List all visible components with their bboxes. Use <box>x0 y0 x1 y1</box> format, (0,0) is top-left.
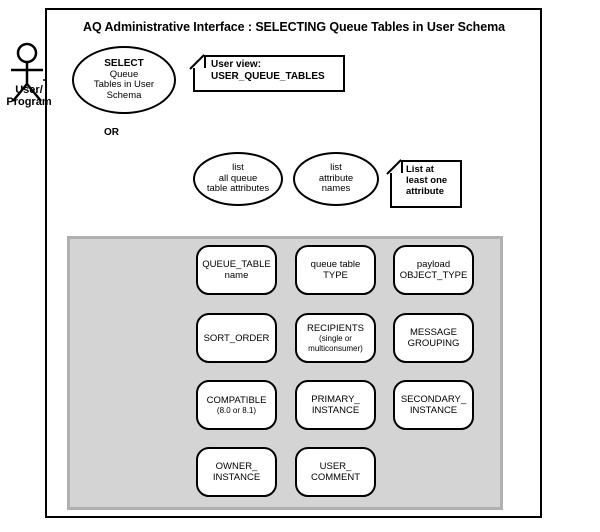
attr-line2: TYPE <box>323 270 348 281</box>
note-list-line1: List at <box>406 164 434 175</box>
actor-label-line1: User/ <box>15 84 43 96</box>
attr-box-secondary-instance-label: SECONDARY_ INSTANCE <box>400 394 467 416</box>
use-case-select-line3: Tables in User <box>93 79 155 90</box>
attr-box-queue-table-name-label: QUEUE_TABLE name <box>201 259 271 281</box>
note-list-at-least-one-text: List at least one attribute <box>390 160 462 197</box>
page-title: AQ Administrative Interface : SELECTING … <box>83 20 505 34</box>
attr-line1: COMPATIBLE <box>206 394 267 406</box>
dogear-icon <box>191 53 206 68</box>
attr-box-message-grouping[interactable]: MESSAGE GROUPING <box>393 313 474 363</box>
attr-line2: GROUPING <box>407 338 460 349</box>
attr-box-payload-object-type-label: payload OBJECT_TYPE <box>399 259 469 281</box>
use-case-list-all-line2: all queue <box>218 172 258 184</box>
attr-line1: USER_ <box>319 461 352 472</box>
attr-line2: COMMENT <box>310 472 361 483</box>
use-case-list-all-line3: table attributes <box>206 183 270 195</box>
use-case-list-all-queue-table-attributes[interactable]: list all queue table attributes <box>193 152 283 206</box>
use-case-list-attr-label: list attribute names <box>317 163 355 195</box>
note-list-line2: least one <box>406 175 448 186</box>
attr-box-secondary-instance[interactable]: SECONDARY_ INSTANCE <box>393 380 474 430</box>
attr-box-queue-table-type[interactable]: queue table TYPE <box>295 245 376 295</box>
attr-line1: payload <box>416 259 451 270</box>
attr-line1: MESSAGE <box>409 327 457 338</box>
actor-label-line2: Program <box>6 96 52 108</box>
use-case-select-line1: SELECT <box>104 58 144 69</box>
use-case-list-all-label: list all queue table attributes <box>205 163 271 195</box>
use-case-select-line2: Queue <box>109 68 139 80</box>
note-user-view-line1: User view: <box>211 59 262 70</box>
attr-line2: INSTANCE <box>212 472 261 483</box>
attr-line1: PRIMARY_ <box>311 394 360 405</box>
attr-box-queue-table-name[interactable]: QUEUE_TABLE name <box>196 245 277 295</box>
note-user-view-line2: USER_QUEUE_TABLES <box>211 70 325 82</box>
use-case-list-attr-line1: list <box>330 162 342 174</box>
attr-box-primary-instance[interactable]: PRIMARY_ INSTANCE <box>295 380 376 430</box>
attr-box-payload-object-type[interactable]: payload OBJECT_TYPE <box>393 245 474 295</box>
use-case-select-line4: Schema <box>106 89 142 101</box>
note-user-view-body <box>193 55 345 92</box>
attr-box-queue-table-type-label: queue table TYPE <box>310 259 362 281</box>
actor-label: User/ Program <box>0 84 58 108</box>
use-case-list-all-line1: list <box>232 162 244 174</box>
attr-line2: OBJECT_TYPE <box>399 270 468 281</box>
attr-line2: name <box>224 270 249 281</box>
or-connector-label: OR <box>104 127 119 138</box>
dogear-icon <box>388 158 403 173</box>
note-user-view-text: User view: USER_QUEUE_TABLES <box>193 55 345 82</box>
attr-sub: (single or multiconsumer) <box>308 334 363 353</box>
note-user-view: User view: USER_QUEUE_TABLES <box>191 53 345 92</box>
attr-line2: INSTANCE <box>409 405 458 416</box>
attr-box-owner-instance[interactable]: OWNER_ INSTANCE <box>196 447 277 497</box>
attr-line1: RECIPIENTS <box>306 323 364 334</box>
attr-line2: INSTANCE <box>311 405 360 416</box>
actor-icon <box>11 42 43 102</box>
attr-box-recipients-label: RECIPIENTS (single or multiconsumer) <box>297 323 374 353</box>
note-list-at-least-one: List at least one attribute <box>388 158 462 208</box>
attr-line1: QUEUE_TABLE <box>202 259 271 270</box>
attr-line1: OWNER_ <box>215 461 258 472</box>
use-case-list-attr-line3: names <box>321 183 351 195</box>
attr-line1: SORT_ORDER <box>203 332 270 344</box>
attr-box-compatible-label: COMPATIBLE (8.0 or 8.1) <box>206 395 268 416</box>
attr-box-compatible[interactable]: COMPATIBLE (8.0 or 8.1) <box>196 380 277 430</box>
use-case-select-label: SELECT Queue Tables in User Schema <box>92 58 156 101</box>
attr-box-owner-instance-label: OWNER_ INSTANCE <box>212 461 261 483</box>
attr-box-user-comment-label: USER_ COMMENT <box>310 461 361 483</box>
attr-box-sort-order-label: SORT_ORDER <box>203 333 271 344</box>
attr-box-user-comment[interactable]: USER_ COMMENT <box>295 447 376 497</box>
use-case-select-queue-tables[interactable]: SELECT Queue Tables in User Schema <box>72 46 176 114</box>
attr-sub: (8.0 or 8.1) <box>216 405 257 415</box>
attr-box-primary-instance-label: PRIMARY_ INSTANCE <box>310 394 360 416</box>
note-list-line3: attribute <box>406 186 444 197</box>
attr-box-recipients[interactable]: RECIPIENTS (single or multiconsumer) <box>295 313 376 363</box>
use-case-list-attr-line2: attribute <box>318 172 354 184</box>
use-case-list-attribute-names[interactable]: list attribute names <box>293 152 379 206</box>
attr-box-sort-order[interactable]: SORT_ORDER <box>196 313 277 363</box>
attr-line1: SECONDARY_ <box>400 394 467 405</box>
attr-line1: queue table <box>310 259 361 270</box>
attr-box-message-grouping-label: MESSAGE GROUPING <box>407 327 461 349</box>
